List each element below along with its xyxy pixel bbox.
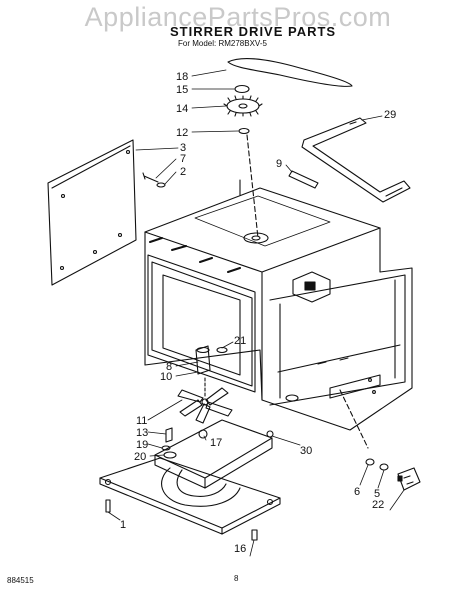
callout-12: 12 <box>176 127 188 139</box>
callout-30: 30 <box>300 445 312 457</box>
callout-22: 22 <box>372 499 384 511</box>
diagram-title: STIRRER DRIVE PARTS <box>170 24 337 39</box>
washer-part <box>365 458 375 466</box>
o-ring-part <box>198 429 208 439</box>
callout-21: 21 <box>234 335 246 347</box>
model-label: For Model: RM278BXV-5 <box>178 39 267 48</box>
stirrer-hole <box>243 232 269 244</box>
switch-part <box>397 467 421 491</box>
drive-belt <box>227 58 353 87</box>
spring-part <box>163 451 177 459</box>
callout-8: 8 <box>166 361 172 373</box>
callout-10: 10 <box>160 371 172 383</box>
footer-code: 884515 <box>7 576 34 585</box>
washer-part <box>238 127 250 135</box>
callout-labels: 18 15 14 12 3 7 2 9 29 21 8 10 11 13 19 … <box>120 71 396 555</box>
callout-20: 20 <box>134 451 146 463</box>
deflector-plate <box>154 419 274 489</box>
clip-part <box>156 182 166 188</box>
hub-part <box>234 84 250 94</box>
screw-part <box>251 529 258 541</box>
nut-part <box>379 463 389 471</box>
stirrer-motor <box>195 345 228 375</box>
callout-29: 29 <box>384 109 396 121</box>
callout-16: 16 <box>234 543 246 555</box>
callout-15: 15 <box>176 84 188 96</box>
stirrer-gear <box>223 95 263 117</box>
callout-3: 3 <box>180 142 186 154</box>
watermark: AppliancePartsPros.com <box>84 2 392 32</box>
bottom-plate <box>99 457 281 535</box>
side-panel <box>47 139 137 286</box>
page-number: 8 <box>234 574 239 583</box>
callout-19: 19 <box>136 439 148 451</box>
screw-part <box>142 172 159 183</box>
spacer-bar <box>288 170 319 189</box>
callout-7: 7 <box>180 153 186 165</box>
callout-9: 9 <box>276 158 282 170</box>
screw-part <box>165 427 173 443</box>
callout-2: 2 <box>180 166 186 178</box>
callout-6: 6 <box>354 486 360 498</box>
mounting-bracket <box>301 117 411 203</box>
callout-5: 5 <box>374 488 380 500</box>
stirrer-fan-blade <box>177 377 233 424</box>
callout-17: 17 <box>210 437 222 449</box>
leader-lines <box>107 69 405 557</box>
callout-18: 18 <box>176 71 188 83</box>
callout-13: 13 <box>136 427 148 439</box>
screw-part <box>105 499 111 513</box>
callout-11: 11 <box>136 415 147 427</box>
callout-1: 1 <box>120 519 126 531</box>
microwave-cabinet <box>144 179 413 449</box>
callout-14: 14 <box>176 103 188 115</box>
air-duct <box>161 467 241 507</box>
